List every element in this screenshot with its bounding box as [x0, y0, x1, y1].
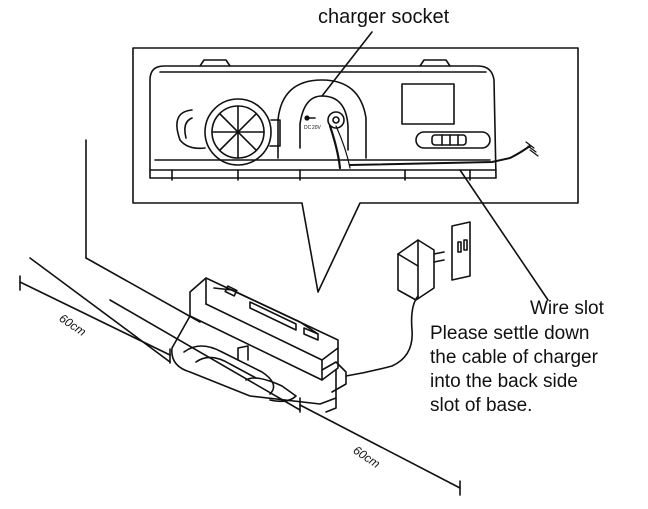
base-back-panel — [149, 59, 497, 181]
charger-socket-label: charger socket — [318, 6, 450, 28]
leader-wire-slot — [459, 169, 549, 301]
charger-socket — [327, 111, 345, 129]
socket-marking-line1: DC — [304, 125, 312, 131]
socket-marking-line2: 20V — [312, 125, 322, 131]
callout-frame — [132, 47, 579, 293]
dimension-front — [299, 397, 461, 496]
leader-lines — [321, 31, 549, 301]
leader-charger-socket — [321, 31, 373, 97]
charging-base — [171, 277, 347, 413]
instruction-text: Please settle down the cable of charger … — [430, 322, 598, 418]
instruction-line: into the back side — [430, 371, 578, 392]
power-adapter — [397, 239, 445, 301]
rear-switch-area — [401, 83, 491, 149]
round-fitting — [176, 98, 281, 166]
adapter-cable — [345, 295, 419, 377]
instruction-line: slot of base. — [430, 395, 533, 416]
instruction-line: the cable of charger — [430, 347, 598, 368]
wall-outlet — [451, 221, 471, 281]
dimension-left — [19, 275, 171, 364]
cable-in-wire-slot — [349, 141, 539, 166]
socket-recess: DC 20V — [277, 79, 367, 170]
room-perspective — [29, 139, 301, 411]
power-switch — [431, 134, 467, 146]
instruction-line: Please settle down — [430, 323, 590, 344]
wire-slot-label: Wire slot — [530, 298, 604, 319]
